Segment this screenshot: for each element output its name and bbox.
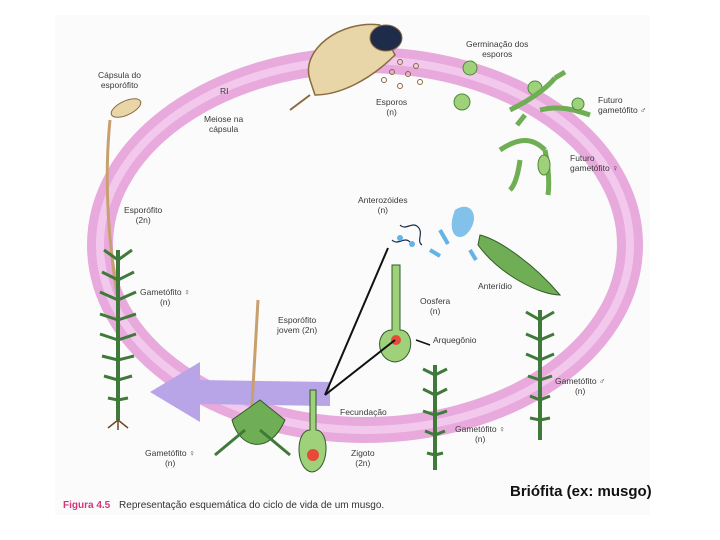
- germinating-spores: [453, 60, 591, 196]
- label-arquegonio: Arquegônio: [433, 335, 477, 345]
- gametophyte-male: [525, 310, 555, 440]
- antheridium: [428, 206, 562, 296]
- figure-caption-text: Representação esquemática do ciclo de vi…: [119, 500, 385, 511]
- anterozoides: [391, 224, 423, 247]
- slide-title: Briófita (ex: musgo): [510, 483, 652, 500]
- figure-number: Figura 4.5: [63, 500, 111, 511]
- label-gametofito-fem-left: Gametófito ♀(n): [140, 287, 191, 307]
- capsule-top: [289, 23, 403, 111]
- gametophyte-female-mid: [422, 365, 448, 470]
- label-anterozoides: Anterozóides(n): [358, 195, 408, 215]
- spores: [381, 59, 423, 89]
- label-gametofito-masc: Gametófito ♂(n): [555, 376, 606, 396]
- zygote: [298, 389, 327, 473]
- label-anteridio: Anterídio: [478, 281, 513, 291]
- label-gametofito-fem-mid: Gametófito ♀(n): [455, 424, 506, 444]
- label-ri: RI: [220, 86, 229, 96]
- figure-caption: Figura 4.5 Representação esquemática do …: [63, 500, 384, 511]
- label-zigoto: Zigoto(2n): [351, 448, 375, 468]
- archegonium: [379, 264, 412, 363]
- young-sporophyte: [214, 299, 291, 457]
- label-fecundacao: Fecundação: [340, 407, 387, 417]
- label-gametofito-fem-bottom: Gametófito ♀(n): [145, 448, 196, 468]
- label-esporofito: Esporófito(2n): [124, 205, 163, 225]
- label-oosfera: Oosfera(n): [420, 296, 451, 316]
- cycle-arrow: [150, 362, 330, 422]
- label-esporos: Esporos(n): [376, 97, 408, 117]
- sporophyte-left: [99, 98, 142, 430]
